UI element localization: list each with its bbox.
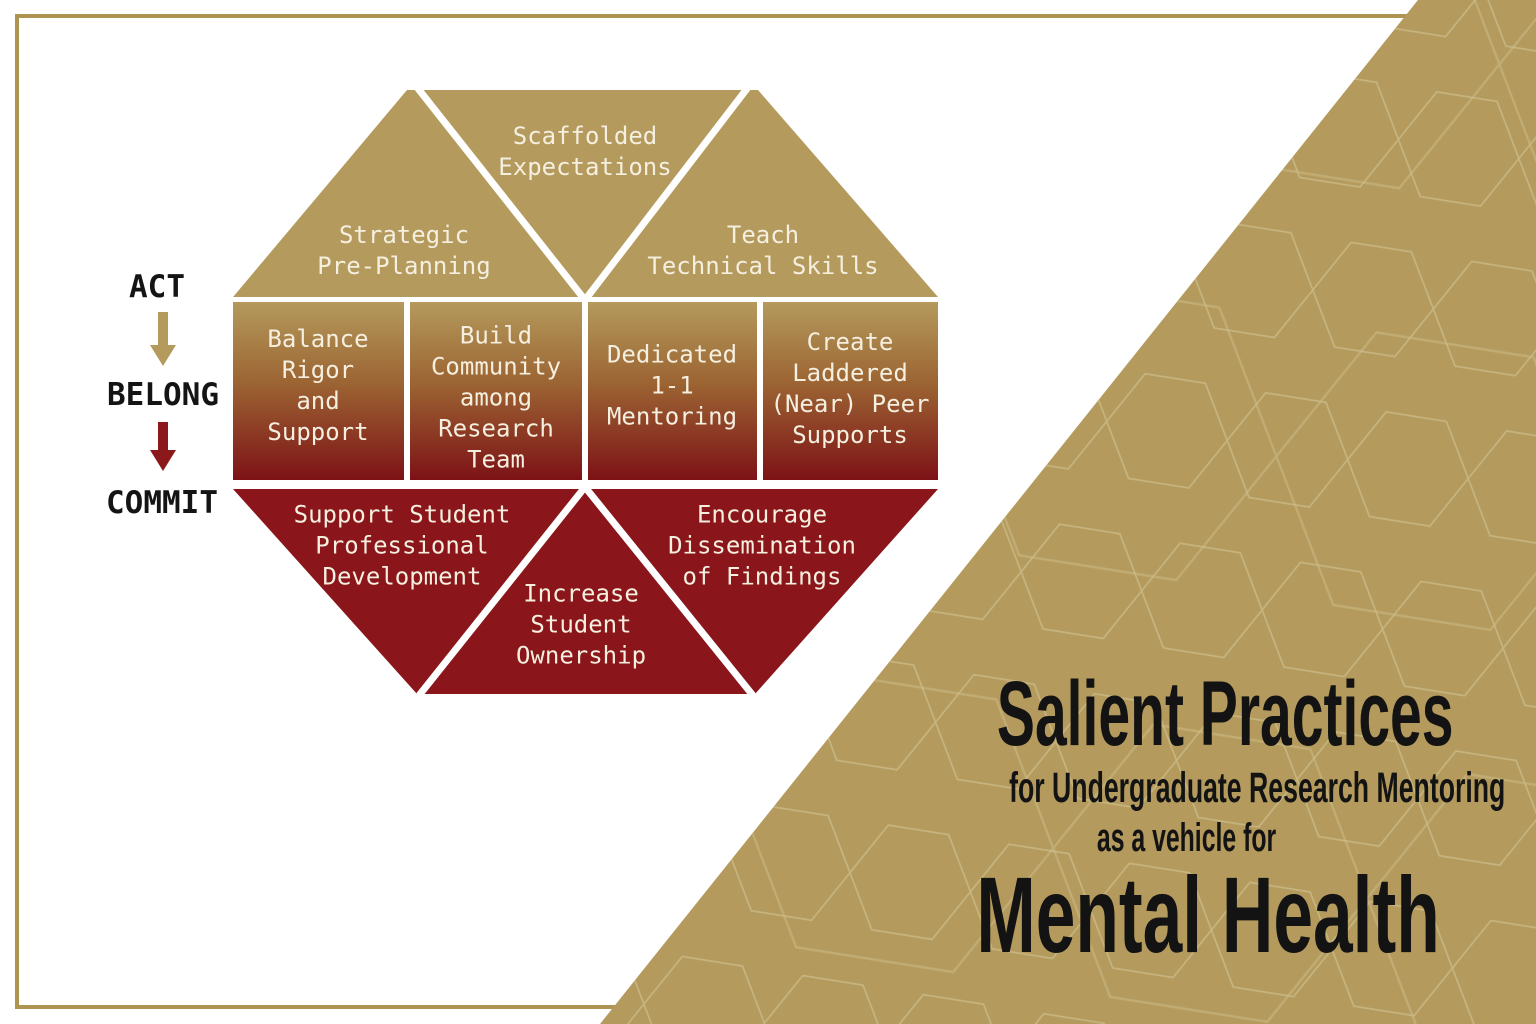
title-line-1: Salient Practices	[996, 663, 1454, 765]
title-line-4: Mental Health	[976, 854, 1440, 975]
hexagon-pattern-large	[600, 0, 1536, 1024]
act-band-shape	[233, 90, 938, 297]
label-support-professional-development: Support Student Professional Development	[293, 500, 511, 591]
label-dedicated-mentoring: Dedicated 1-1 Mentoring	[606, 340, 738, 431]
subtitle-as-a-vehicle-for: as a vehicle for	[857, 816, 1517, 860]
label-strategic-pre-planning: Strategic Pre-Planning	[317, 221, 491, 280]
title-block: Salient Practices for Undergraduate Rese…	[857, 663, 1517, 975]
label-build-community: Build Community among Research Team	[430, 321, 562, 474]
label-increase-student-ownership: Increase Student Ownership	[515, 579, 647, 670]
cell-balance-rigor	[233, 302, 404, 480]
axis-label-commit: COMMIT	[106, 485, 218, 521]
act-band-dividers	[413, 90, 752, 297]
label-encourage-dissemination: Encourage Dissemination of Findings	[668, 500, 856, 591]
label-teach-technical-skills: Teach Technical Skills	[647, 221, 879, 280]
cell-dedicated-mentoring	[588, 302, 757, 480]
title-line-3: as a vehicle for	[1097, 816, 1277, 860]
label-scaffolded-expectations: Scaffolded Expectations	[498, 122, 672, 181]
belong-to-commit-down-arrow-icon	[150, 422, 176, 471]
cell-build-community	[410, 302, 582, 480]
axis-label-act: ACT	[129, 269, 185, 305]
axis-label-belong: BELONG	[107, 377, 219, 413]
cell-laddered-peer	[763, 302, 938, 480]
title-mental-health: Mental Health	[857, 854, 1517, 975]
title-salient-practices: Salient Practices	[857, 663, 1517, 765]
label-balance-rigor-support: Balance Rigor and Support	[267, 325, 369, 446]
subtitle-undergraduate-research-mentoring: for Undergraduate Research Mentoring	[857, 764, 1517, 812]
commit-band-shape	[233, 489, 938, 694]
commit-band-dividers	[414, 489, 758, 694]
belong-band-cells	[233, 302, 938, 480]
label-laddered-peer-supports: Create Laddered (Near) Peer Supports	[770, 328, 930, 449]
title-line-2: for Undergraduate Research Mentoring	[1009, 764, 1506, 812]
act-to-belong-down-arrow-icon	[150, 312, 176, 366]
